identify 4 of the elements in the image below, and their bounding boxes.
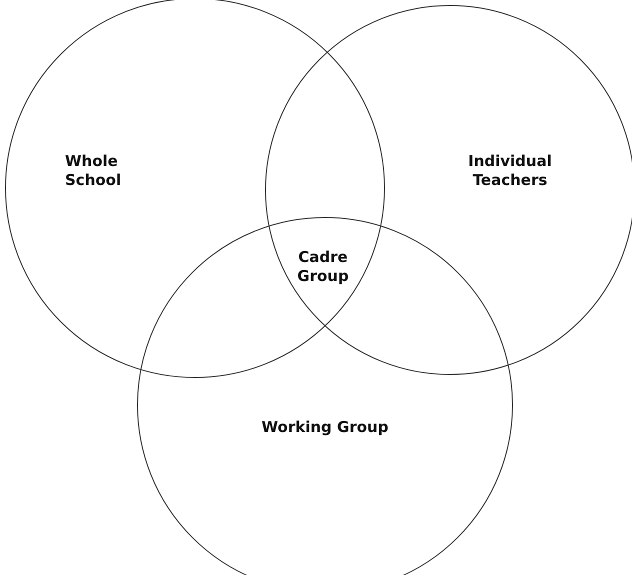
circle-label: Whole School	[65, 152, 122, 190]
circle-label: Working Group	[260, 418, 390, 437]
overlap-label: Cadre Group	[296, 248, 350, 286]
circle-label: Individual Teachers	[467, 152, 553, 190]
